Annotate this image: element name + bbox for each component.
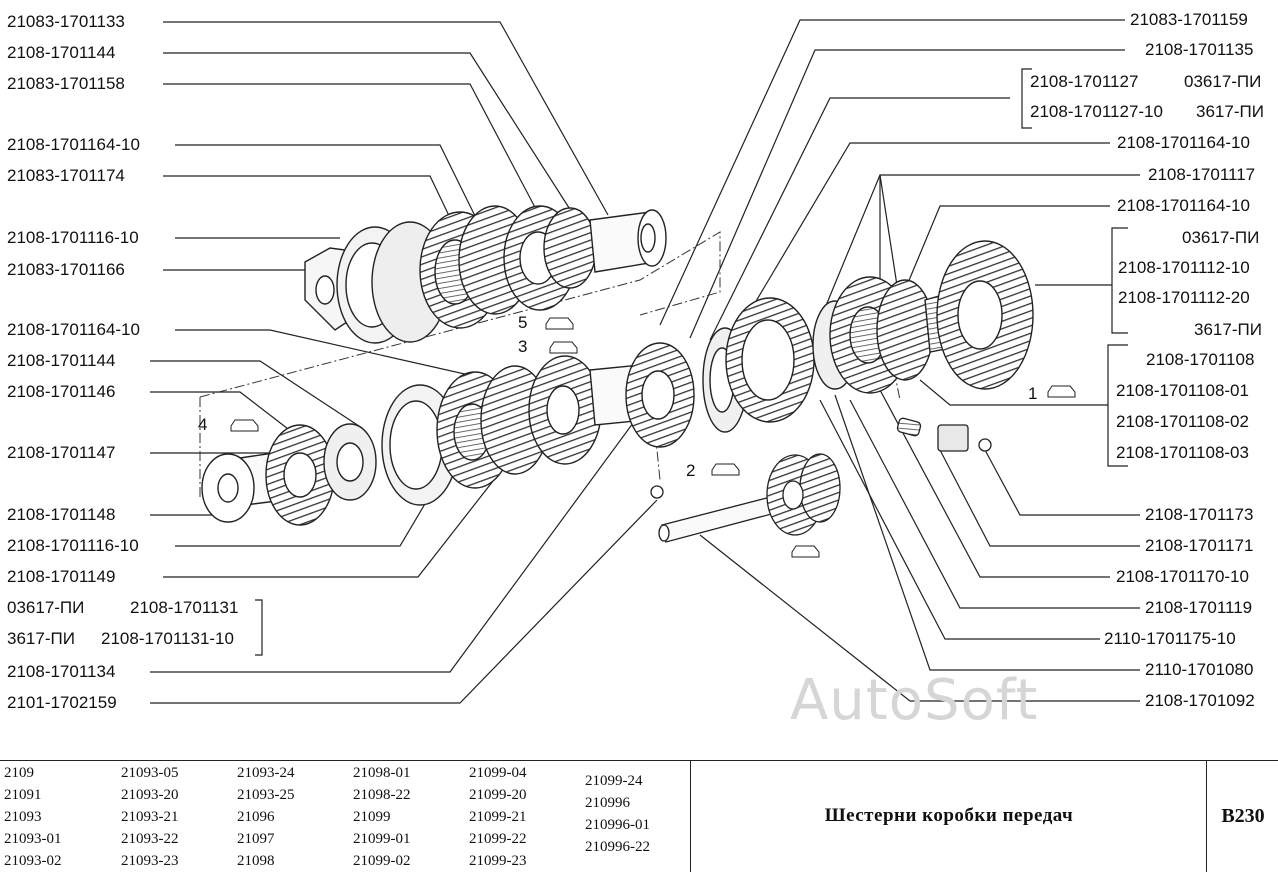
footer-bar [0,760,1278,873]
part-label: 2108-1701144 [7,43,116,62]
gear-marker-1: 1 [1028,384,1037,403]
model-column-2: 21093-05 21093-20 21093-21 21093-22 2109… [121,762,179,872]
gear-marker-icons [230,317,1076,558]
leader-lines-right [659,19,1140,702]
group2-label: 2108-1701108-03 [1116,443,1249,462]
gear-marker-5: 5 [518,313,527,332]
bracket-label: 2108-1701131-10 [101,629,234,648]
watermark: AutoSoft [790,668,1039,733]
group2-label: 2108-1701108-02 [1116,412,1249,431]
part-label: 2101-1702159 [7,693,117,712]
group1-label: 2108-1701112-20 [1118,288,1250,307]
page-title: Шестерни коробки передач [690,760,1207,872]
model-column-6: 21099-24 210996 210996-01 210996-22 [585,770,650,858]
model-code: 21093-21 [121,809,179,825]
part-label: 2110-1701175-10 [1104,629,1236,648]
bracket-label: 3617-ПИ [1196,102,1264,121]
part-label: 2108-1701147 [7,443,116,462]
part-label: 2108-1701148 [7,505,116,524]
part-label: 2108-1701173 [1145,505,1254,524]
model-code: 21098-01 [353,765,411,781]
page-code: B230 [1206,760,1278,872]
model-code: 21099-21 [469,809,527,825]
part-label: 2108-1701164-10 [7,135,140,154]
group2-label: 2108-1701108 [1146,350,1255,369]
part-label: 2110-1701080 [1145,660,1254,679]
part-label: 2108-1701146 [7,382,116,401]
group1-label: 3617-ПИ [1194,320,1262,339]
part-label: 2108-1701164-10 [1117,196,1250,215]
part-label: 2108-1701171 [1145,536,1254,555]
part-label: 2108-1701149 [7,567,116,586]
part-label: 2108-1701116-10 [7,536,139,555]
model-code: 21093-24 [237,765,295,781]
model-code: 210996 [585,795,630,811]
bracket-label: 03617-ПИ [7,598,85,617]
part-label: 2108-1701116-10 [7,228,139,247]
model-code: 21099-23 [469,853,527,869]
part-label: 21083-1701133 [7,12,125,31]
model-column-1: 2109 21091 21093 21093-01 21093-02 [4,762,62,872]
group2-label: 2108-1701108-01 [1116,381,1249,400]
leader-lines-left [150,21,658,704]
model-code: 21099-20 [469,787,527,803]
model-code: 21093 [4,809,42,825]
model-code: 21098 [237,853,275,869]
model-code: 21093-22 [121,831,179,847]
gearbox-exploded-diagram: 1 2 3 4 5 [150,19,1140,704]
small-parts [650,417,992,543]
model-code: 21099-24 [585,773,643,789]
model-code: 21099 [353,809,391,825]
gear-marker-4: 4 [198,415,207,434]
bracket-label: 2108-1701127-10 [1030,102,1163,121]
model-code: 210996-01 [585,817,650,833]
group1-label: 2108-1701112-10 [1118,258,1250,277]
part-label: 2108-1701170-10 [1116,567,1249,586]
model-code: 21099-02 [353,853,411,869]
part-label: 2108-1701092 [1145,691,1255,710]
bracket-label: 3617-ПИ [7,629,75,648]
bracket-label: 2108-1701127 [1030,72,1139,91]
model-code: 21093-23 [121,853,179,869]
part-label: 2108-1701134 [7,662,116,681]
bracket-label: 03617-ПИ [1184,72,1262,91]
model-code: 21096 [237,809,275,825]
part-label: 2108-1701135 [1145,40,1254,59]
part-label: 2108-1701117 [1148,165,1256,184]
model-code: 21093-20 [121,787,179,803]
part-label: 21083-1701166 [7,260,125,279]
model-code: 21091 [4,787,42,803]
part-label: 2108-1701144 [7,351,116,370]
group1-label: 03617-ПИ [1182,228,1260,247]
model-code: 210996-22 [585,839,650,855]
model-code: 21093-25 [237,787,295,803]
part-label: 21083-1701158 [7,74,125,93]
part-label: 21083-1701159 [1130,10,1248,29]
model-code: 21093-05 [121,765,179,781]
upper-shaft-assembly [304,205,667,344]
part-label: 21083-1701174 [7,166,125,185]
part-label: 2108-1701119 [1145,598,1253,617]
model-code: 21098-22 [353,787,411,803]
model-code: 21099-04 [469,765,527,781]
part-label: 2108-1701164-10 [1117,133,1250,152]
model-code: 21097 [237,831,275,847]
model-column-3: 21093-24 21093-25 21096 21097 21098 [237,762,295,872]
gear-marker-3: 3 [518,337,527,356]
model-code: 21093-01 [4,831,62,847]
model-code: 21093-02 [4,853,62,869]
model-code: 21099-22 [469,831,527,847]
bracket-label: 2108-1701131 [130,598,239,617]
model-code: 2109 [4,765,34,781]
model-column-5: 21099-04 21099-20 21099-21 21099-22 2109… [469,762,527,872]
model-code: 21099-01 [353,831,411,847]
gear-marker-2: 2 [686,461,695,480]
part-label: 2108-1701164-10 [7,320,140,339]
model-column-4: 21098-01 21098-22 21099 21099-01 21099-0… [353,762,411,872]
lower-shaft-assembly [201,240,1034,526]
